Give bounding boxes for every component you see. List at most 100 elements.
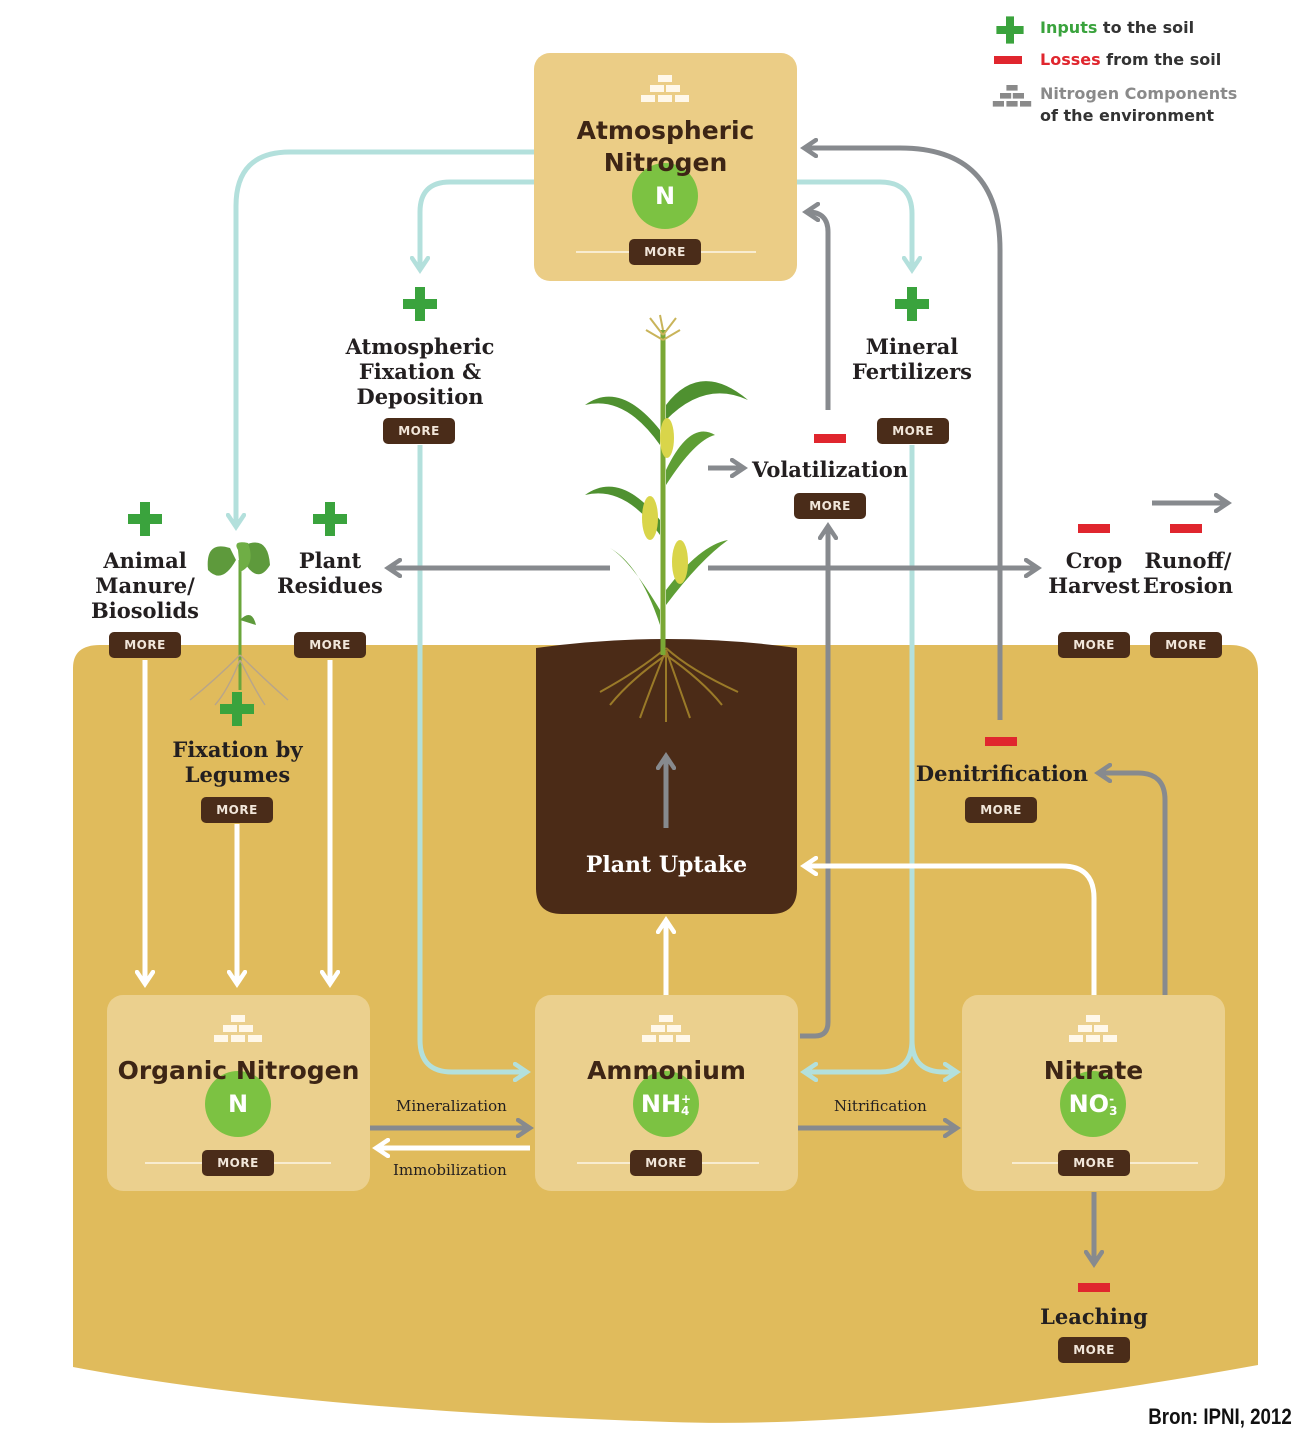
no3-symbol-circle: NO-3 (1060, 1071, 1126, 1137)
manure-plus-icon (128, 502, 162, 536)
nh4-subscript: 4 (681, 1104, 690, 1118)
leaching-minus-icon (1078, 1283, 1110, 1292)
fertilizer-line2: Fertilizers (852, 359, 972, 384)
bricks-icon (642, 1015, 690, 1045)
no3-charge: - (1109, 1092, 1115, 1106)
manure-line1: Animal (103, 548, 187, 573)
mineral-fertilizers-label: Mineral Fertilizers (832, 334, 992, 384)
arrow-nitrate-to-uptake (806, 866, 1097, 995)
nitrification-label: Nitrification (834, 1097, 927, 1115)
runoff-line2: Erosion (1142, 573, 1234, 598)
fertilizer-more-button[interactable]: MORE (877, 418, 949, 444)
arrow-ammonium-to-volatilization (800, 528, 828, 1039)
denitrification-more-button[interactable]: MORE (965, 797, 1037, 823)
runoff-minus-icon (1170, 524, 1202, 533)
residues-plus-icon (313, 502, 347, 536)
manure-line3: Biosolids (90, 598, 200, 623)
denitrification-minus-icon (985, 737, 1017, 746)
arrow-atm-to-fixation (420, 179, 534, 268)
residues-line2: Residues (277, 573, 383, 598)
harvest-minus-icon (1078, 524, 1110, 533)
bricks-icon (1069, 1015, 1117, 1045)
atmospheric-title-line2: Nitrogen (603, 148, 728, 177)
legend-plus-icon (996, 16, 1024, 44)
nh4-charge: + (681, 1092, 692, 1106)
no3-subscript: 3 (1109, 1104, 1118, 1118)
arrow-volatilization-to-atm (808, 212, 831, 410)
legend-inputs: Inputs to the soil (1040, 18, 1194, 37)
arrow-fertilizer-to-nitrate (909, 1039, 955, 1072)
legend-bricks-icon (992, 85, 1032, 109)
manure-more-button[interactable]: MORE (109, 632, 181, 658)
harvest-more-button[interactable]: MORE (1058, 632, 1130, 658)
organic-more-button[interactable]: MORE (202, 1150, 274, 1176)
mineralization-label: Mineralization (396, 1097, 507, 1115)
n-symbol-circle: N (205, 1071, 271, 1137)
legumes-plus-icon (220, 692, 254, 726)
atm-fixation-more-button[interactable]: MORE (383, 418, 455, 444)
atm-fixation-line1: Atmospheric (345, 334, 495, 359)
arrow-atm-to-legumes (236, 149, 534, 525)
legend-losses-rest: from the soil (1100, 50, 1222, 69)
leaching-more-button[interactable]: MORE (1058, 1337, 1130, 1363)
no3-symbol: NO (1068, 1090, 1110, 1118)
fertilizer-line1: Mineral (865, 334, 959, 359)
volatilization-minus-icon (814, 434, 846, 443)
harvest-line2: Harvest (1048, 573, 1140, 598)
nitrate-box: NO-3 Nitrate MORE (962, 995, 1225, 1191)
source-credit: Bron: IPNI, 2012 (1148, 1404, 1292, 1429)
legend-components-line2: of the environment (1040, 106, 1214, 125)
residues-more-button[interactable]: MORE (294, 632, 366, 658)
legumes-line2: Legumes (184, 762, 291, 787)
runoff-label: Runoff/ Erosion (1138, 548, 1238, 598)
ammonium-box: NH+4 Ammonium MORE (535, 995, 798, 1191)
arrow-nitrate-to-denitrification (1100, 773, 1168, 995)
nitrate-title: Nitrate (1043, 1056, 1144, 1085)
ammonium-title: Ammonium (587, 1056, 746, 1085)
legume-plant-icon (189, 542, 289, 706)
atmospheric-nitrogen-box: N Atmospheric Nitrogen MORE (534, 53, 797, 281)
runoff-more-button[interactable]: MORE (1150, 632, 1222, 658)
harvest-line1: Crop (1065, 548, 1123, 573)
immobilization-label: Immobilization (393, 1161, 507, 1179)
residues-line1: Plant (298, 548, 362, 573)
organic-title: Organic Nitrogen (117, 1056, 360, 1085)
atmospheric-more-button[interactable]: MORE (629, 239, 701, 265)
volatilization-more-button[interactable]: MORE (794, 493, 866, 519)
legend-inputs-rest: to the soil (1097, 18, 1195, 37)
legumes-line1: Fixation by (172, 737, 303, 762)
plant-uptake-label: Plant Uptake (585, 852, 748, 878)
arrow-fixation-to-ammonium (417, 445, 525, 1072)
residues-label: Plant Residues (260, 548, 400, 598)
bricks-icon (214, 1015, 262, 1045)
arrow-atm-to-fertilizer (797, 179, 912, 268)
atmospheric-title-line1: Atmospheric (576, 116, 755, 145)
ammonium-more-button[interactable]: MORE (630, 1150, 702, 1176)
legumes-more-button[interactable]: MORE (201, 797, 273, 823)
leaching-label: Leaching (1040, 1304, 1148, 1329)
manure-line2: Manure/ (95, 573, 195, 598)
legend-components-line1: Nitrogen Components (1040, 84, 1238, 103)
organic-nitrogen-box: N Organic Nitrogen MORE (107, 995, 370, 1191)
legend-losses-keyword: Losses (1040, 50, 1101, 69)
fixation-plus-icon (403, 287, 437, 321)
volatilization-label: Volatilization (751, 457, 909, 482)
legumes-label: Fixation by Legumes (150, 737, 325, 787)
atm-fixation-line3: Deposition (356, 384, 484, 409)
nh4-symbol: NH (640, 1090, 682, 1118)
legend-minus-icon (994, 56, 1022, 64)
corn-plant-icon (585, 314, 748, 655)
runoff-line1: Runoff/ (1144, 548, 1232, 573)
n-symbol-circle: N (632, 163, 698, 229)
manure-label: Animal Manure/ Biosolids (70, 548, 220, 623)
atm-fixation-line2: Fixation & (358, 359, 482, 384)
arrow-denitrification-to-atm (806, 148, 1003, 720)
atm-fixation-label: Atmospheric Fixation & Deposition (320, 334, 520, 409)
nitrate-more-button[interactable]: MORE (1058, 1150, 1130, 1176)
legend-inputs-keyword: Inputs (1040, 18, 1098, 37)
bricks-icon (641, 75, 689, 105)
denitrification-label: Denitrification (915, 761, 1089, 786)
nh4-symbol-circle: NH+4 (633, 1071, 699, 1137)
fertilizer-plus-icon (895, 287, 929, 321)
